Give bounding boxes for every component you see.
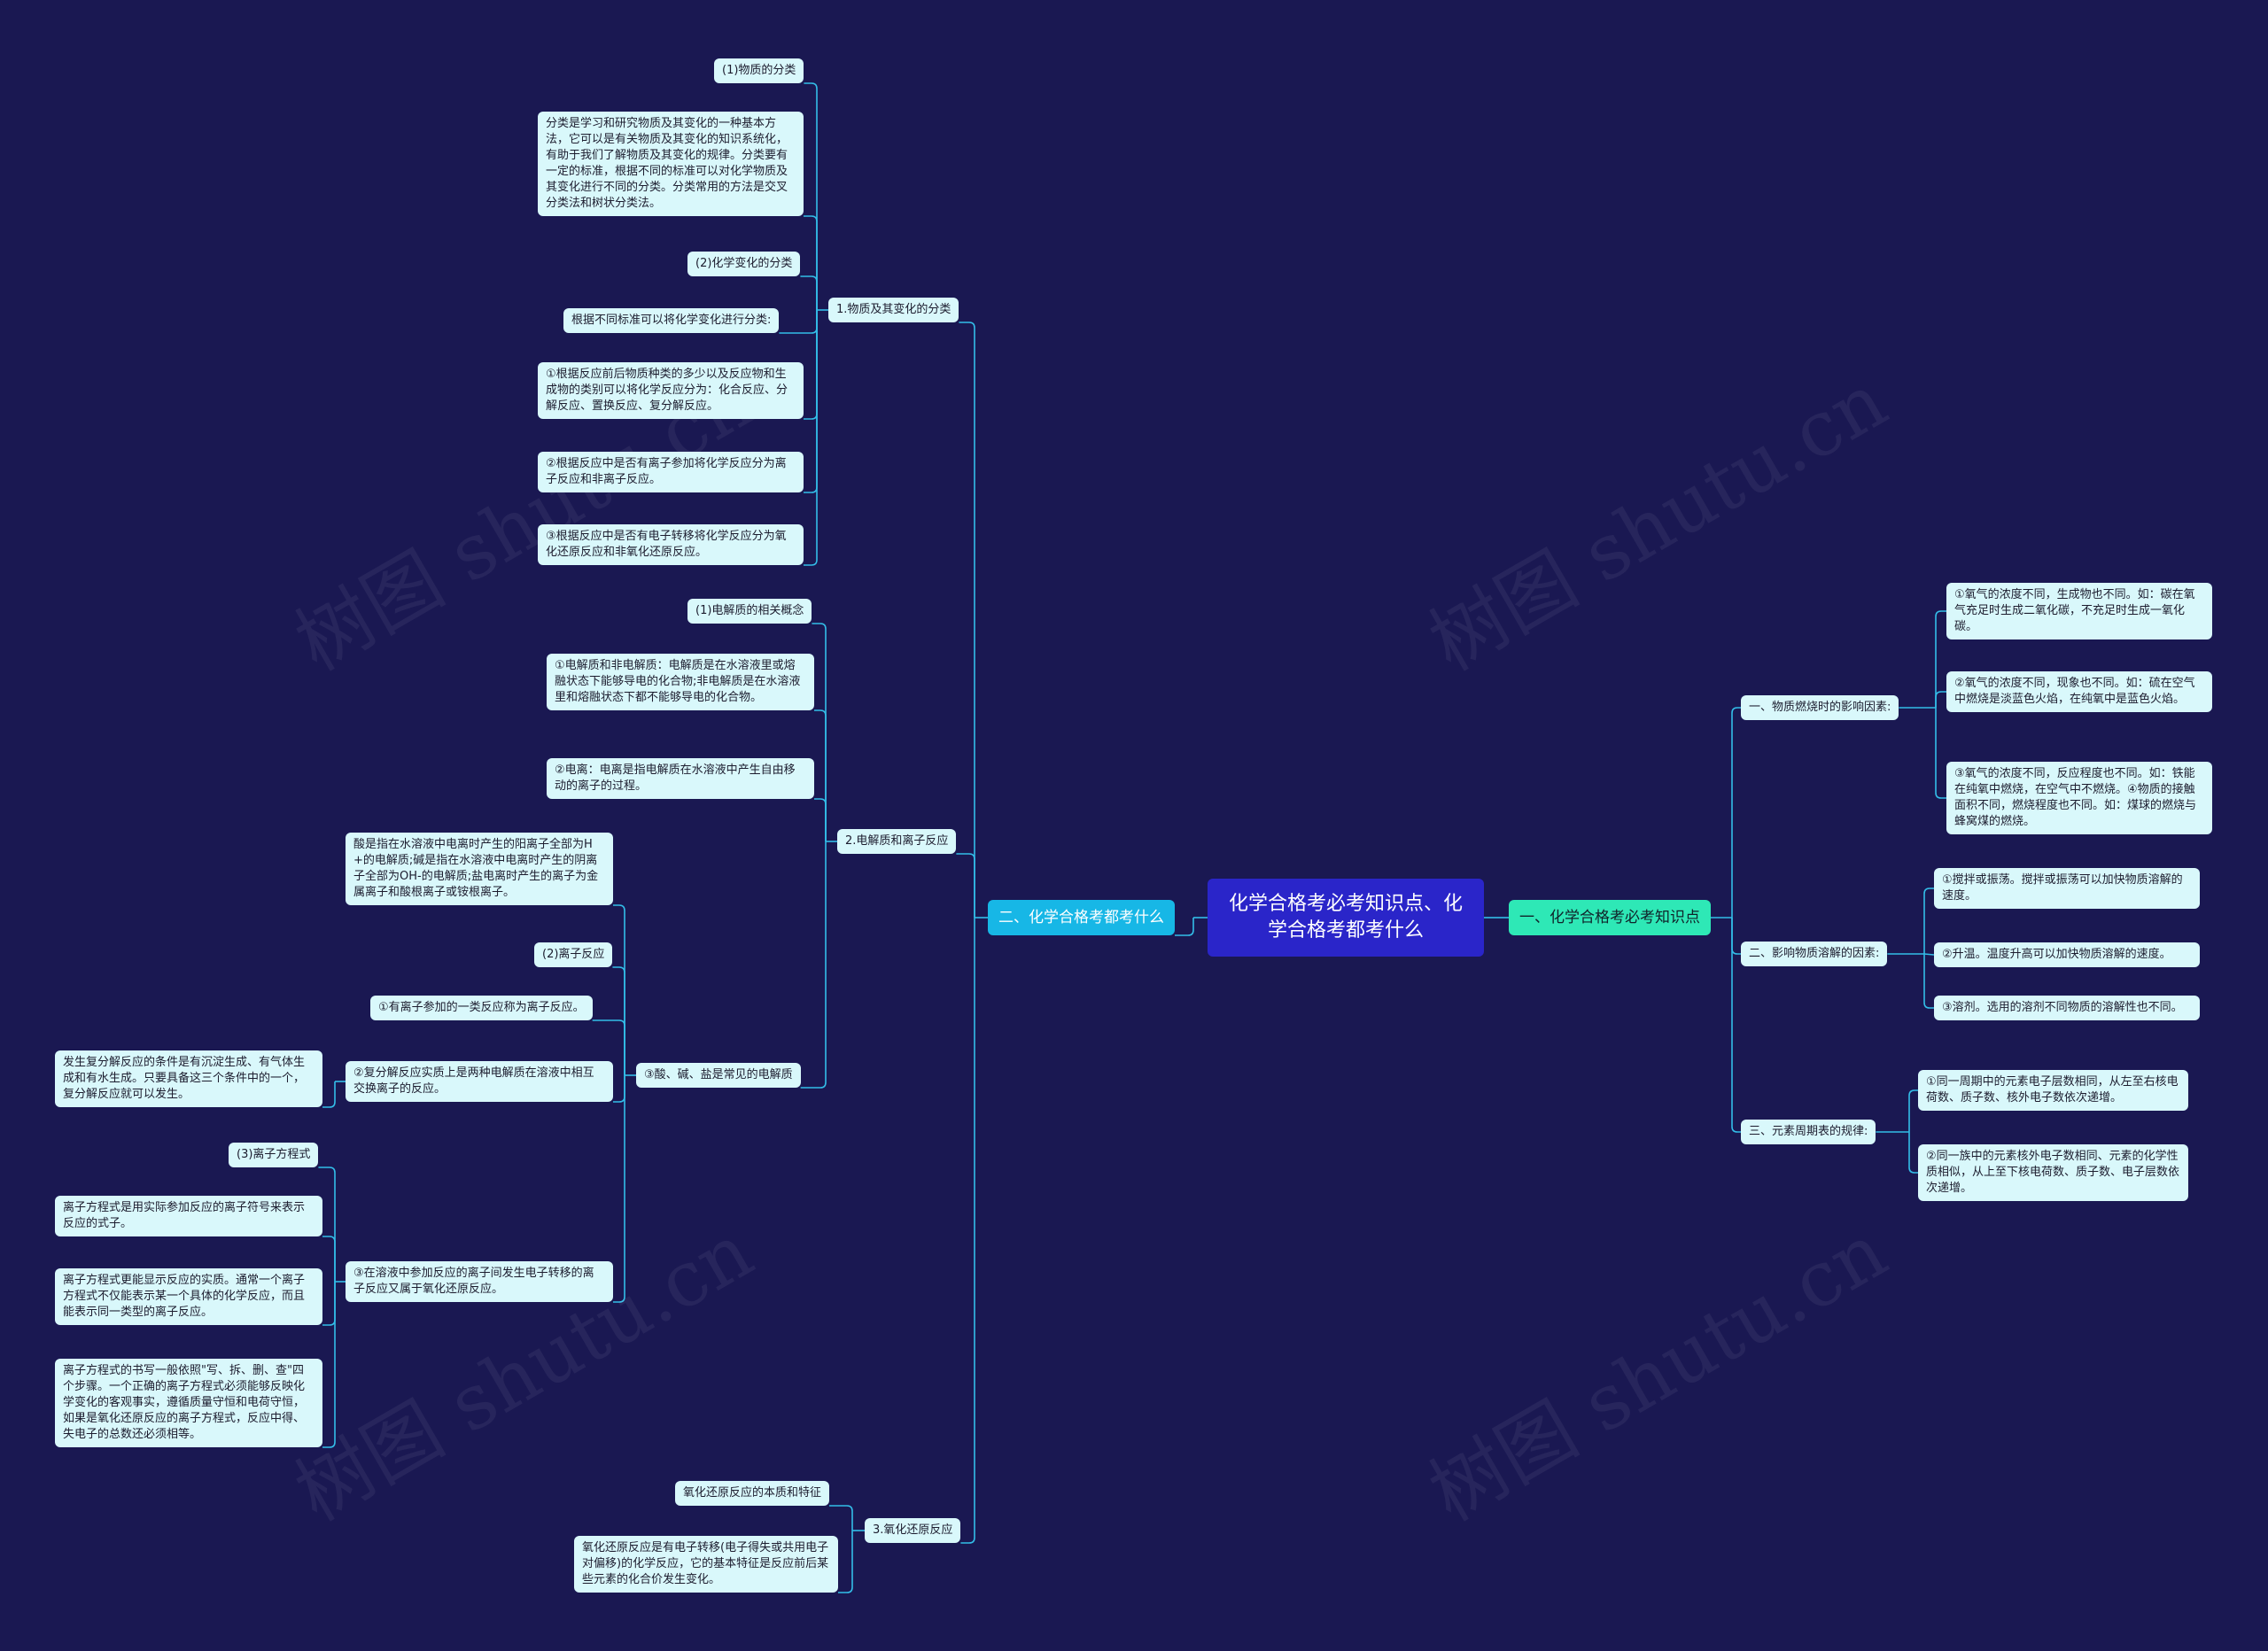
connector [1731, 707, 1741, 918]
connector [613, 1075, 625, 1103]
s1-leaf-6[interactable]: ②根据反应中是否有离子参加将化学反应分为离子反应和非离子反应。 [538, 452, 804, 492]
connector [804, 215, 818, 310]
s2-redox-leaf-4[interactable]: 离子方程式的书写一般依照"写、拆、删、查"四个步骤。一个正确的离子方程式必须能够… [55, 1359, 322, 1447]
connector [814, 798, 827, 841]
connector [779, 310, 818, 334]
right-leaf-3-2[interactable]: ②同一族中的元素核外电子数相同、元素的化学性质相似，从上至下核电荷数、质子数、电… [1918, 1144, 2188, 1201]
connector [1935, 691, 1946, 708]
s2-leaf-1[interactable]: (1)电解质的相关概念 [687, 599, 812, 624]
s2-acid-leaf-3[interactable]: ①有离子参加的一类反应称为离子反应。 [370, 996, 593, 1020]
root-topic[interactable]: 化学合格考必考知识点、化学合格考都考什么 [1208, 879, 1484, 957]
connector [318, 1167, 336, 1282]
s2-leaf-3[interactable]: ②电离：电离是指电解质在水溶液中产生自由移动的离子的过程。 [547, 758, 814, 799]
right-leaf-1-1[interactable]: ①氧气的浓度不同，生成物也不同。如：碳在氧气充足时生成二氧化碳，不充足时生成一氧… [1946, 583, 2212, 639]
connector [956, 853, 975, 918]
connector [804, 310, 818, 420]
left-section-1[interactable]: 1.物质及其变化的分类 [828, 298, 959, 322]
right-topic-3[interactable]: 三、元素周期表的规律: [1741, 1120, 1876, 1144]
right-leaf-2-1[interactable]: ①搅拌或振荡。搅拌或振荡可以加快物质溶解的速度。 [1934, 868, 2200, 909]
connector [1731, 918, 1741, 955]
s1-leaf-2[interactable]: 分类是学习和研究物质及其变化的一种基本方法，它可以是有关物质及其变化的知识系统化… [538, 112, 804, 216]
connector [613, 1075, 625, 1303]
right-topic-2[interactable]: 二、影响物质溶解的因素: [1741, 942, 1888, 966]
connector [1731, 918, 1741, 1133]
connector [1935, 610, 1946, 708]
s3-leaf-2[interactable]: 氧化还原反应是有电子转移(电子得失或共用电子对偏移)的化学反应，它的基本特征是反… [574, 1536, 838, 1593]
right-leaf-1-3[interactable]: ③氧气的浓度不同，反应程度也不同。如：铁能在纯氧中燃烧，在空气中不燃烧。④物质的… [1946, 762, 2212, 834]
connector [1935, 708, 1946, 799]
right-leaf-3-1[interactable]: ①同一周期中的元素电子层数相同，从左至右核电荷数、质子数、核外电子数依次递增。 [1918, 1070, 2188, 1111]
right-leaf-2-3[interactable]: ③溶剂。选用的溶剂不同物质的溶解性也不同。 [1934, 996, 2200, 1020]
connector [800, 841, 827, 1089]
s2-leaf-2[interactable]: ①电解质和非电解质：电解质是在水溶液里或熔融状态下能够导电的化合物;非电解质是在… [547, 654, 814, 710]
connector [804, 310, 818, 566]
connector [804, 82, 818, 310]
connector [1175, 918, 1194, 936]
s2-redox-leaf-2[interactable]: 离子方程式是用实际参加反应的离子符号来表示反应的式子。 [55, 1196, 322, 1236]
connector [804, 310, 818, 493]
s2-redox-leaf-3[interactable]: 离子方程式更能显示反应的实质。通常一个离子方程式不仅能表示某一个具体的化学反应，… [55, 1268, 322, 1325]
connector [812, 623, 827, 841]
s2-double-topic[interactable]: ②复分解反应实质上是两种电解质在溶液中相互交换离子的反应。 [346, 1061, 613, 1102]
s1-leaf-4[interactable]: 根据不同标准可以将化学变化进行分类: [563, 308, 780, 333]
connector [838, 1531, 853, 1593]
s1-leaf-3[interactable]: (2)化学变化的分类 [687, 252, 801, 276]
connector [960, 918, 975, 1544]
s2-acid-topic[interactable]: ③酸、碱、盐是常见的电解质 [636, 1063, 801, 1088]
right-topic-1[interactable]: 一、物质燃烧时的影响因素: [1741, 695, 1899, 720]
connector [800, 275, 818, 310]
connector [1923, 954, 1934, 1009]
right-leaf-2-2[interactable]: ②升温。温度升高可以加快物质溶解的速度。 [1934, 942, 2200, 967]
branch-left[interactable]: 二、化学合格考都考什么 [988, 900, 1175, 935]
left-section-3[interactable]: 3.氧化还原反应 [865, 1518, 961, 1543]
connector [322, 1081, 336, 1108]
connector [829, 1505, 853, 1531]
s2-redox-leaf-1[interactable]: (3)离子方程式 [229, 1143, 319, 1167]
connector [322, 1282, 336, 1448]
connector [1908, 1132, 1918, 1174]
s2-redox-topic[interactable]: ③在溶液中参加反应的离子间发生电子转移的离子反应又属于氧化还原反应。 [346, 1261, 613, 1302]
connector [959, 322, 975, 918]
connector [1923, 888, 1934, 954]
s2-double-leaf[interactable]: 发生复分解反应的条件是有沉淀生成、有气体生成和有水生成。只要具备这三个条件中的一… [55, 1050, 322, 1107]
connector [1908, 1089, 1918, 1132]
connector [613, 904, 625, 1075]
connector [592, 1019, 625, 1075]
connector [322, 1282, 336, 1326]
connector [612, 966, 625, 1075]
s1-leaf-1[interactable]: (1)物质的分类 [714, 58, 804, 83]
right-leaf-1-2[interactable]: ②氧气的浓度不同，现象也不同。如：硫在空气中燃烧是淡蓝色火焰，在纯氧中是蓝色火焰… [1946, 671, 2212, 712]
s2-acid-leaf-2[interactable]: (2)离子反应 [534, 942, 613, 967]
left-section-2[interactable]: 2.电解质和离子反应 [837, 829, 957, 854]
connector [322, 1236, 336, 1282]
branch-right[interactable]: 一、化学合格考必考知识点 [1509, 900, 1711, 935]
connector [814, 709, 827, 841]
s1-leaf-7[interactable]: ③根据反应中是否有电子转移将化学反应分为氧化还原反应和非氧化还原反应。 [538, 524, 804, 565]
s2-acid-leaf-1[interactable]: 酸是指在水溶液中电离时产生的阳离子全部为H+的电解质;碱是指在水溶液中电离时产生… [346, 833, 613, 905]
connector [1923, 953, 1935, 956]
s3-leaf-1[interactable]: 氧化还原反应的本质和特征 [675, 1481, 830, 1506]
s1-leaf-5[interactable]: ①根据反应前后物质种类的多少以及反应物和生成物的类别可以将化学反应分为：化合反应… [538, 362, 804, 419]
